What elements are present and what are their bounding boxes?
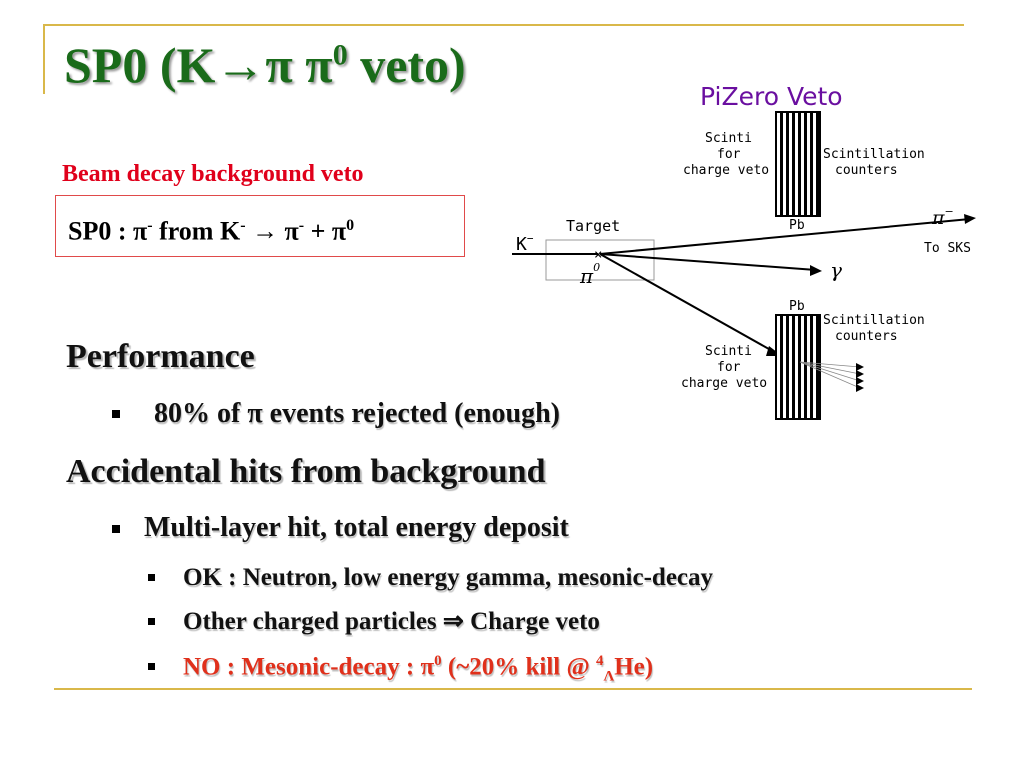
no-sup: 0 xyxy=(434,653,442,669)
decay-vertex-mark: × xyxy=(594,247,602,263)
bullet-square xyxy=(148,618,155,625)
top-scinti-line1: Scinti xyxy=(705,131,752,146)
no-text-b: (~20% kill @ xyxy=(441,653,596,681)
performance-item: 80% of π events rejected (enough) xyxy=(154,398,560,429)
target-box xyxy=(545,239,655,281)
accidental-sub-no: NO : Mesonic-decay : π0 (~20% kill @ 4ΛH… xyxy=(183,654,653,684)
top-detector-stack xyxy=(775,111,821,217)
frame-bottom-line xyxy=(54,688,972,690)
decay-sup1: - xyxy=(147,217,153,234)
gamma-label: γ xyxy=(830,258,842,282)
top-counters-line2: counters xyxy=(835,163,898,178)
bottom-detector-stack xyxy=(775,314,821,420)
bottom-counters-line1: Scintillation xyxy=(823,313,925,328)
no-sub: Λ xyxy=(603,668,615,685)
bullet-square xyxy=(148,663,155,670)
diagram-title: PiZero Veto xyxy=(700,82,843,111)
title-sup: 0 xyxy=(332,38,348,72)
accidental-item: Multi-layer hit, total energy deposit xyxy=(144,512,569,543)
decay-sup2: - xyxy=(240,217,246,234)
bullet-square xyxy=(112,410,120,418)
bottom-scinti-line3: charge veto xyxy=(681,376,767,391)
pi0-label: π0 xyxy=(579,261,600,288)
performance-heading: Performance xyxy=(66,338,255,375)
accidental-sub-ok: OK : Neutron, low energy gamma, mesonic-… xyxy=(183,564,714,591)
accidental-sub-other: Other charged particles ⇒ Charge veto xyxy=(183,608,600,635)
bottom-pb-label: Pb xyxy=(789,299,805,314)
top-counters-line1: Scintillation xyxy=(823,147,925,162)
pi-minus-arrowhead xyxy=(964,214,976,224)
target-label: Target xyxy=(566,217,620,235)
decay-mid2: → π xyxy=(245,216,299,246)
bottom-scinti-line1: Scinti xyxy=(705,344,752,359)
frame-left-line xyxy=(43,24,45,94)
bottom-counters-line2: counters xyxy=(835,329,898,344)
pi-minus-track xyxy=(599,218,971,255)
shower-fan xyxy=(799,361,861,389)
no-text-a: NO : Mesonic-decay : π xyxy=(183,653,435,681)
pi-minus-label: π− xyxy=(931,205,954,229)
bullet-square xyxy=(148,574,155,581)
no-sup2: 4 xyxy=(595,653,604,669)
decay-sup3: - xyxy=(298,217,305,234)
decay-sup4: 0 xyxy=(346,217,355,234)
decay-box: SP0 : π- from K- → π- + π0 xyxy=(55,195,465,257)
title-main: SP0 (K→π π xyxy=(64,37,333,93)
shower-arrowheads xyxy=(856,363,864,392)
k-minus-label: K− xyxy=(516,232,534,255)
accidental-heading: Accidental hits from background xyxy=(66,453,546,490)
bottom-scinti-line2: for xyxy=(717,360,741,375)
subtitle: Beam decay background veto xyxy=(62,161,364,187)
gamma-arrowhead xyxy=(810,265,822,276)
bullet-square xyxy=(112,525,120,533)
title-end: veto) xyxy=(347,37,466,93)
pi0-track xyxy=(599,253,777,354)
top-scinti-line3: charge veto xyxy=(683,163,769,178)
no-text-c: He) xyxy=(614,653,654,681)
decay-prefix: SP0 : π xyxy=(68,216,148,246)
to-sks-label: To SKS xyxy=(924,241,971,256)
top-pb-label: Pb xyxy=(789,218,805,233)
decay-mid3: + π xyxy=(304,216,347,246)
slide-title: SP0 (K→π π0 veto) xyxy=(64,40,466,90)
frame-top-line xyxy=(44,24,964,26)
pizero-veto-diagram: PiZero Veto Scinti for charge veto Scint… xyxy=(512,82,976,420)
gamma-track xyxy=(599,253,817,271)
top-scinti-line2: for xyxy=(717,147,741,162)
decay-mid1: from K xyxy=(152,216,241,246)
